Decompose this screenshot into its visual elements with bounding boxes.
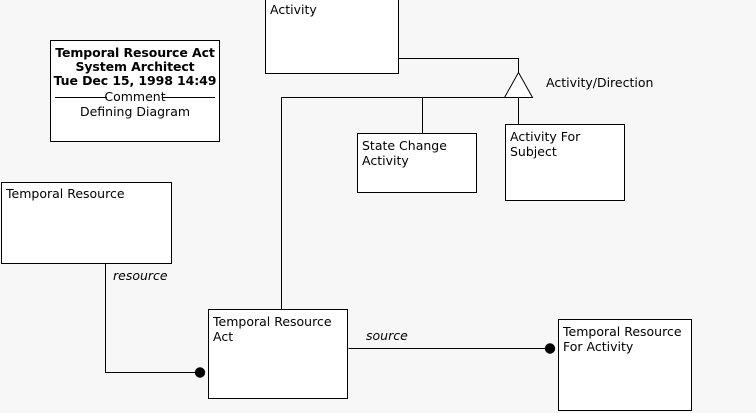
edge-label-activity-direction: Activity/Direction: [546, 75, 654, 90]
aggregation-ball-icon-resource: [194, 367, 206, 378]
diagram-comment-text: Defining Diagram: [79, 104, 191, 119]
title-stack: Temporal Resource Act System Architect T…: [51, 41, 219, 88]
class-node-state-change-activity[interactable]: State Change Activity: [357, 133, 477, 193]
generalization-triangle-icon: [503, 71, 534, 98]
class-node-activity-label: Activity: [270, 2, 317, 17]
class-node-temporal-resource-act[interactable]: Temporal Resource Act: [208, 309, 348, 399]
edge-label-source: source: [366, 328, 408, 343]
diagram-tool-name: System Architect: [75, 59, 195, 74]
class-node-temporal-resource-for-activity-label: Temporal Resource For Activity: [563, 324, 682, 354]
edge-label-resource: resource: [113, 268, 168, 283]
class-node-activity[interactable]: Activity: [265, 0, 399, 74]
comment-separator: Comment: [51, 90, 219, 104]
class-node-activity-for-subject[interactable]: Activity For Subject: [505, 124, 625, 201]
comment-rule-right: [163, 97, 215, 98]
class-node-temporal-resource-act-label: Temporal Resource Act: [213, 314, 332, 344]
aggregation-ball-icon-source: [544, 343, 556, 354]
diagram-timestamp: Tue Dec 15, 1998 14:49: [53, 73, 217, 88]
diagram-title-block[interactable]: Temporal Resource Act System Architect T…: [50, 40, 220, 142]
comment-separator-label: Comment: [104, 89, 166, 104]
class-node-temporal-resource[interactable]: Temporal Resource: [1, 182, 172, 264]
generalization-stem: [398, 58, 519, 73]
comment-rule-left: [55, 97, 107, 98]
class-node-temporal-resource-label: Temporal Resource: [6, 186, 125, 201]
class-node-temporal-resource-for-activity[interactable]: Temporal Resource For Activity: [558, 319, 692, 411]
diagram-title: Temporal Resource Act: [55, 45, 215, 60]
class-node-state-change-activity-label: State Change Activity: [362, 138, 447, 168]
class-node-activity-for-subject-label: Activity For Subject: [510, 129, 581, 159]
